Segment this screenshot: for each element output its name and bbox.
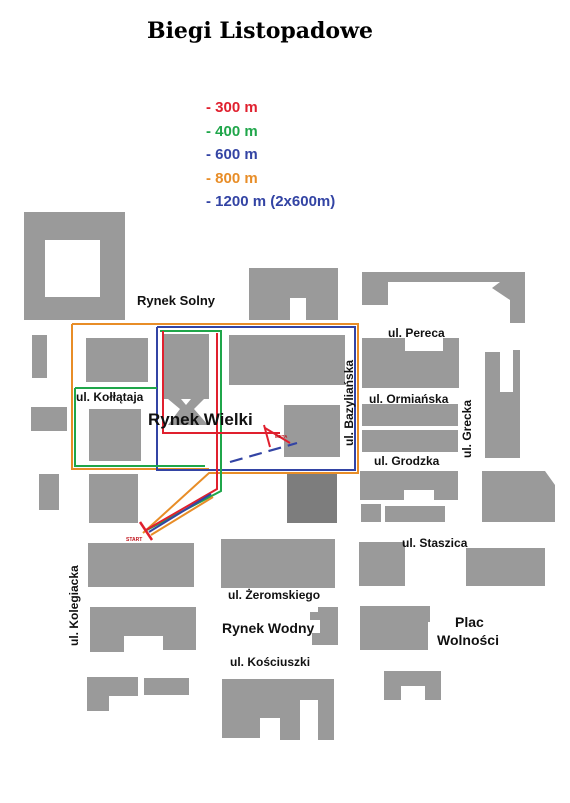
- route-1200m-connector: [229, 441, 298, 464]
- label-grecka: ul. Grecka: [460, 400, 474, 458]
- building: [466, 548, 545, 586]
- building: [249, 268, 338, 320]
- building: [86, 338, 148, 382]
- building: [284, 405, 340, 457]
- building: [385, 506, 445, 522]
- route-300m: [145, 331, 280, 531]
- building: [88, 543, 194, 587]
- label-grodzka: ul. Grodzka: [374, 454, 440, 468]
- building: [163, 334, 209, 399]
- route-start-blue: [148, 493, 212, 533]
- building: [89, 409, 141, 461]
- building: [361, 504, 381, 522]
- building: [360, 606, 430, 650]
- building: [362, 404, 458, 426]
- label-pereca: ul. Pereca: [388, 326, 445, 340]
- finish-label: META: [275, 434, 288, 439]
- start-label: START: [126, 537, 142, 543]
- building: [229, 335, 345, 385]
- building: [32, 335, 47, 378]
- label-rynek-solny: Rynek Solny: [137, 293, 216, 308]
- label-kosciuszki: ul. Kościuszki: [230, 655, 310, 669]
- legend-600m: - 600 m: [206, 146, 258, 163]
- label-kollataja: ul. Kołłątaja: [76, 390, 144, 404]
- legend-300m: - 300 m: [206, 99, 258, 116]
- legend-800m: - 800 m: [206, 169, 258, 187]
- finish-line: [263, 424, 271, 448]
- route-finish-red: [264, 427, 291, 444]
- building: [221, 539, 335, 588]
- label-bazylianska: ul. Bazyliańska: [342, 360, 356, 446]
- legend-400m: - 400 m: [206, 122, 258, 140]
- building: [89, 474, 138, 523]
- building: [359, 542, 405, 586]
- building: [87, 677, 138, 711]
- legend-1200m: - 1200 m (2x600m): [206, 193, 336, 210]
- route-600m: [156, 326, 356, 471]
- building: [360, 471, 458, 500]
- building: [482, 471, 555, 522]
- start-line: [138, 521, 154, 541]
- label-kolegiacka: ul. Kolegiacka: [67, 565, 81, 646]
- building: [362, 430, 458, 452]
- route-800m: [72, 323, 359, 534]
- building: [39, 474, 59, 510]
- route-legend: - 300 m - 400 m - 600 m - 800 m - 1200 m…: [206, 96, 335, 214]
- building: [144, 678, 189, 695]
- label-plac-1: Plac: [455, 614, 484, 630]
- label-rynek-wodny: Rynek Wodny: [222, 620, 315, 636]
- building: [24, 212, 125, 320]
- building: [168, 393, 208, 425]
- building: [362, 272, 525, 323]
- buildings: [24, 212, 555, 740]
- building: [384, 671, 441, 700]
- building: [362, 338, 459, 388]
- building: [31, 407, 67, 431]
- label-zeromskiego: ul. Żeromskiego: [228, 587, 320, 602]
- building: [287, 474, 337, 523]
- building: [485, 350, 520, 458]
- label-plac-2: Wolności: [437, 632, 499, 648]
- building: [310, 607, 338, 645]
- route-start-orange: [150, 496, 214, 536]
- label-rynek-wielki: Rynek Wielki: [148, 410, 253, 429]
- building: [222, 679, 334, 740]
- map-title: Biegi Listopadowe: [146, 18, 374, 44]
- building: [90, 607, 196, 652]
- label-ormianska: ul. Ormiańska: [369, 392, 449, 406]
- routes: [71, 323, 359, 536]
- label-staszica: ul. Staszica: [402, 536, 468, 550]
